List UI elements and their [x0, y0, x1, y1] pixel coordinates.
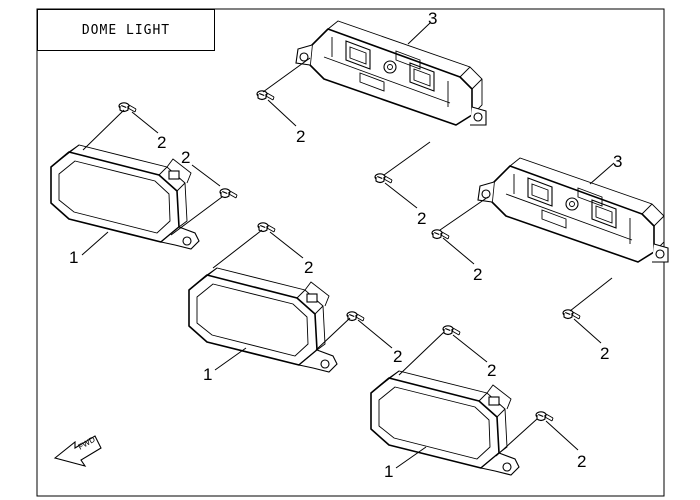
- lamp-assembly-lower: [370, 370, 520, 476]
- screw-parts: [118, 90, 581, 422]
- forward-arrow-icon: FWD: [54, 435, 102, 467]
- lamp-assembly-left: [50, 144, 200, 250]
- bracket-upper: [295, 20, 487, 126]
- callout-lamp-assembly: 1: [203, 365, 212, 384]
- callout-screw: 2: [417, 209, 426, 228]
- callout-lamp-assembly: 1: [69, 248, 78, 267]
- callout-screw: 2: [577, 452, 586, 471]
- lamp-assembly-middle: [188, 267, 338, 373]
- callout-screw: 2: [393, 347, 402, 366]
- callout-screw: 2: [296, 127, 305, 146]
- callout-screw: 2: [487, 361, 496, 380]
- callout-screw: 2: [473, 265, 482, 284]
- callout-lamp-assembly: 1: [384, 462, 393, 481]
- callout-screw: 2: [181, 148, 190, 167]
- callouts: 2 2 2 2 2 2 2 2 2 2 1 1 1 3 3: [69, 9, 622, 481]
- bracket-right: [477, 157, 669, 263]
- callout-screw: 2: [157, 133, 166, 152]
- callout-bracket: 3: [613, 152, 622, 171]
- callout-screw: 2: [304, 258, 313, 277]
- leader-lines: [81, 22, 615, 469]
- diagram-title: DOME LIGHT: [37, 9, 215, 51]
- callout-screw: 2: [600, 344, 609, 363]
- callout-bracket: 3: [428, 9, 437, 28]
